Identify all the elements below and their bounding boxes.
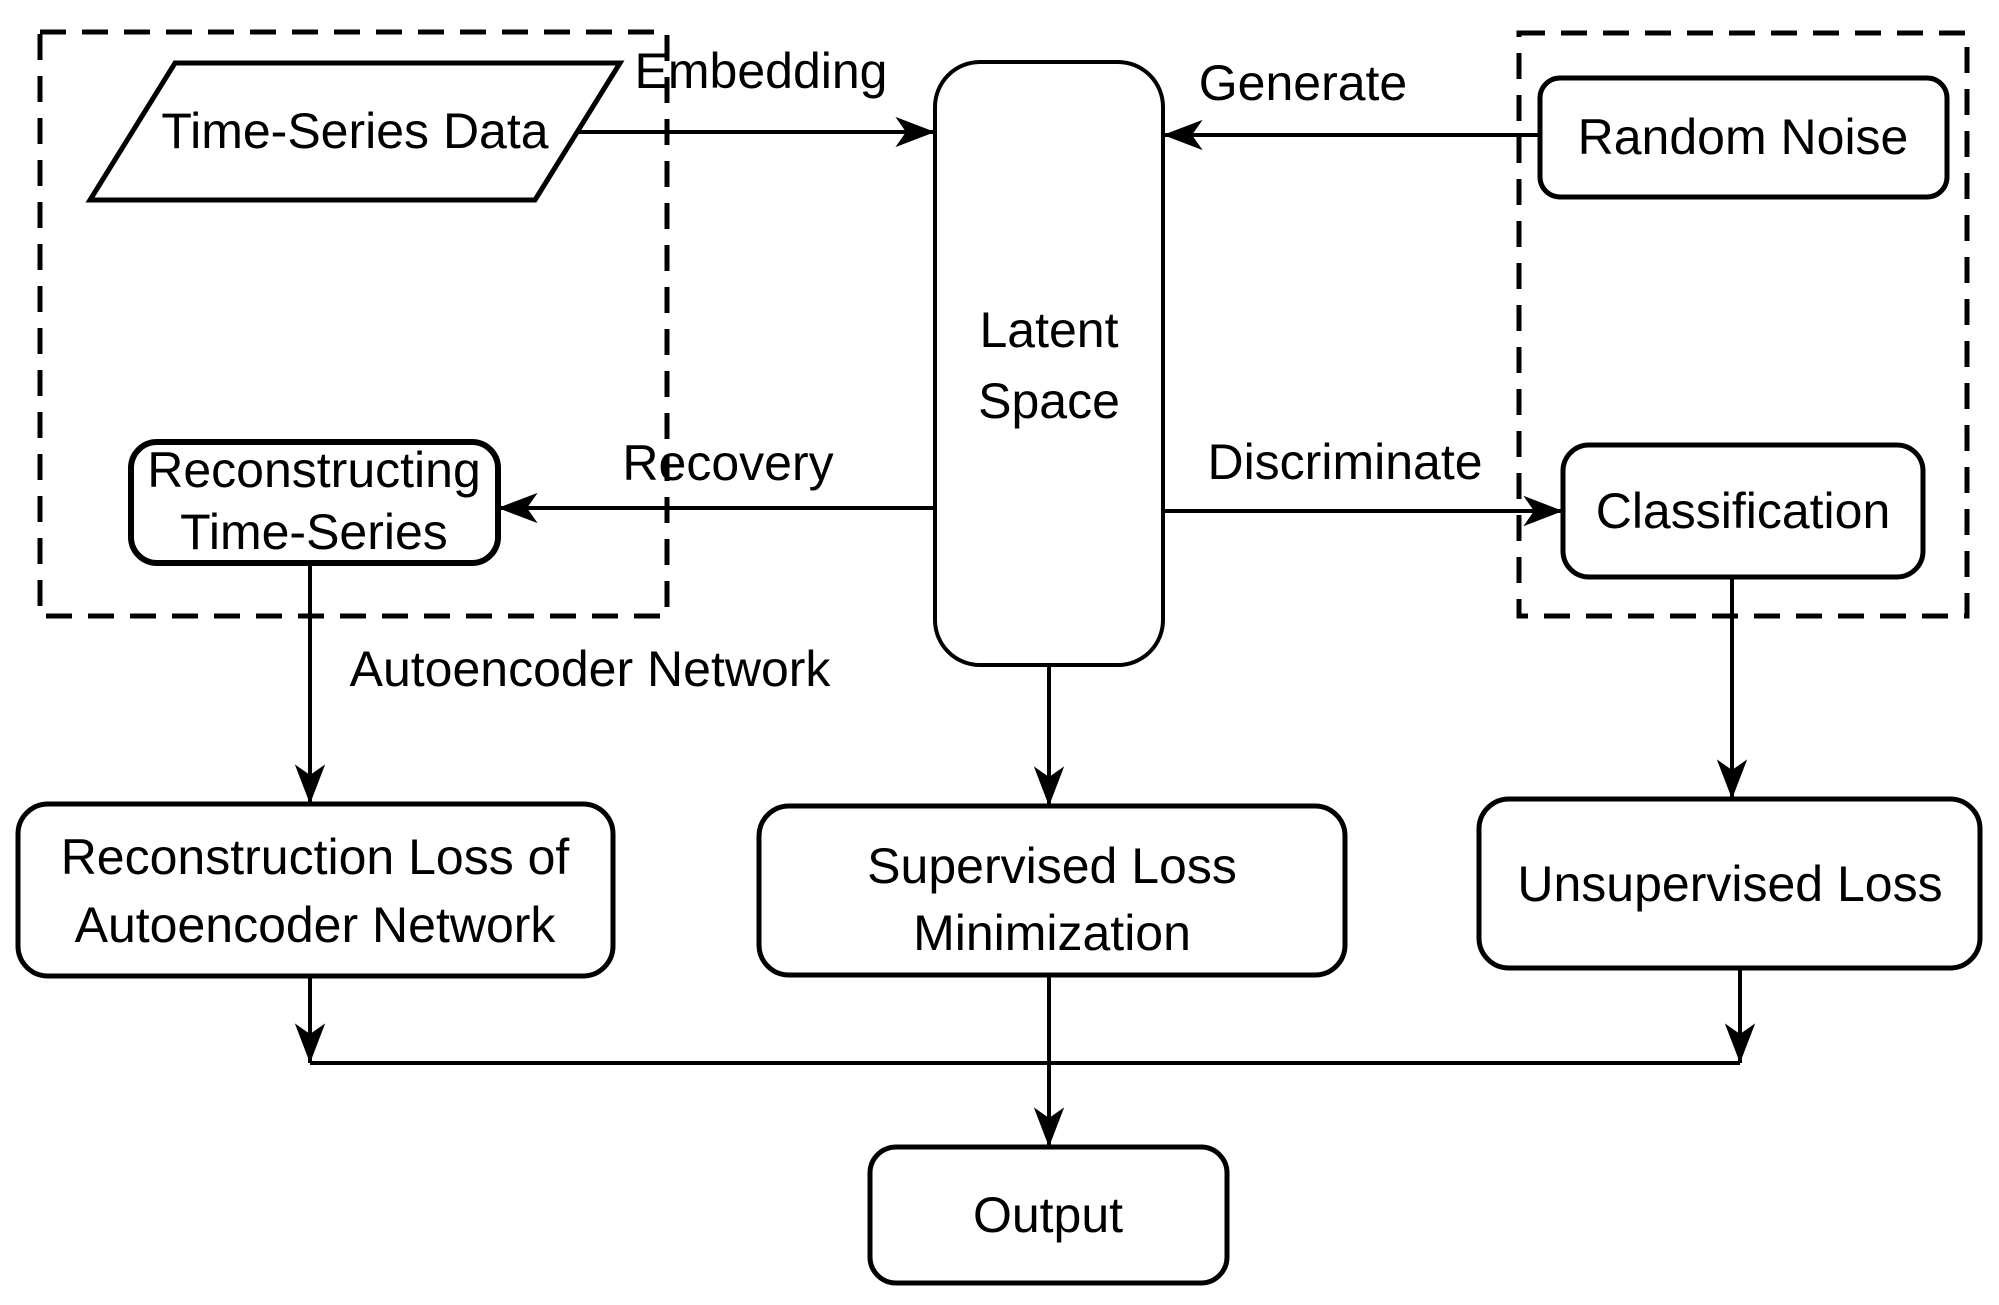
node-reconstructing-time-series — [128, 439, 501, 566]
node-reconstruction-loss — [15, 801, 616, 979]
node-reconstruction-loss-label-line2: Autoencoder Network — [75, 897, 557, 953]
node-supervised-loss — [756, 803, 1348, 978]
node-reconstructing-time-series-label-line1: Reconstructing — [147, 442, 481, 498]
node-classification — [1560, 442, 1926, 580]
node-time-series-data-label: Time-Series Data — [161, 103, 548, 159]
node-output — [867, 1144, 1230, 1286]
node-time-series-data — [85, 60, 625, 203]
edge-label-autoencoder-network: Autoencoder Network — [350, 641, 832, 697]
gan-group-dashed-box — [1516, 30, 1970, 619]
node-output-label: Output — [973, 1187, 1123, 1243]
node-random-noise — [1537, 75, 1950, 200]
node-latent-space-label-line2: Space — [978, 373, 1120, 429]
node-random-noise-label: Random Noise — [1578, 109, 1909, 165]
edge-label-discriminate: Discriminate — [1207, 434, 1482, 490]
node-latent-space-label-line1: Latent — [979, 302, 1118, 358]
edge-label-generate: Generate — [1199, 55, 1407, 111]
node-classification-label: Classification — [1596, 483, 1891, 539]
node-unsupervised-loss — [1476, 796, 1983, 971]
autoencoder-group-dashed-box — [37, 29, 670, 619]
node-supervised-loss-label-line1: Supervised Loss — [867, 838, 1237, 894]
node-latent-space — [933, 60, 1165, 667]
node-reconstruction-loss-label-line1: Reconstruction Loss of — [61, 829, 570, 885]
edge-label-recovery: Recovery — [622, 435, 833, 491]
node-supervised-loss-label-line2: Minimization — [913, 905, 1191, 961]
node-unsupervised-loss-label: Unsupervised Loss — [1517, 856, 1942, 912]
node-reconstructing-time-series-label-line2: Time-Series — [180, 504, 448, 560]
edge-label-embedding: Embedding — [635, 43, 888, 99]
